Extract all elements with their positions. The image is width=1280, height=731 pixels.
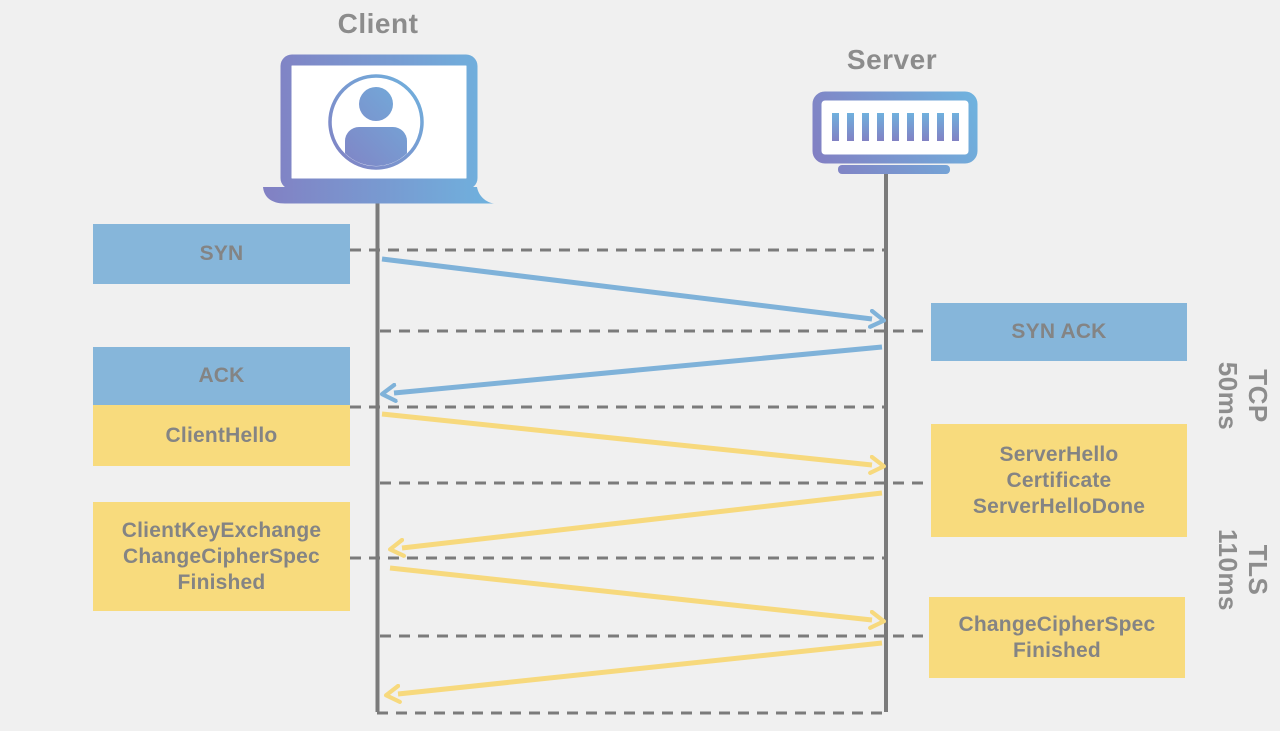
clientkeyexchange-arrow (389, 565, 872, 620)
syn-ack-arrow (394, 344, 883, 393)
server-slots-icon (832, 113, 959, 141)
client-hello-message-box: ClientHello (93, 405, 350, 466)
server-icon (812, 91, 978, 174)
serverhello-arrow (402, 490, 883, 548)
user-body-icon (345, 127, 407, 166)
client-laptop-icon (263, 54, 494, 204)
user-avatar-circle-icon (328, 74, 424, 170)
change-cipher-spec-message-box: ChangeCipherSpec Finished (929, 597, 1185, 678)
syn-message-box: SYN (93, 224, 350, 284)
server-stand (838, 165, 950, 174)
tls-phase-label: TLS 110ms (1213, 528, 1273, 612)
client-title: Client (337, 8, 419, 39)
changecipherspec-arrow (398, 640, 883, 694)
server-hello-message-box: ServerHello Certificate ServerHelloDone (931, 424, 1187, 537)
client-key-exchange-message-box: ClientKeyExchange ChangeCipherSpec Finis… (93, 502, 350, 611)
syn-ack-message-box: SYN ACK (931, 303, 1187, 361)
tcp-phase-label: TCP 50ms (1213, 361, 1273, 431)
ack-clienthello-arrow (381, 411, 872, 465)
laptop-base (263, 187, 494, 204)
syn-arrow (381, 256, 872, 319)
time-marker-lines (350, 248, 931, 715)
server-title: Server (846, 44, 938, 75)
ack-message-box: ACK (93, 347, 350, 405)
user-head-icon (359, 87, 393, 121)
